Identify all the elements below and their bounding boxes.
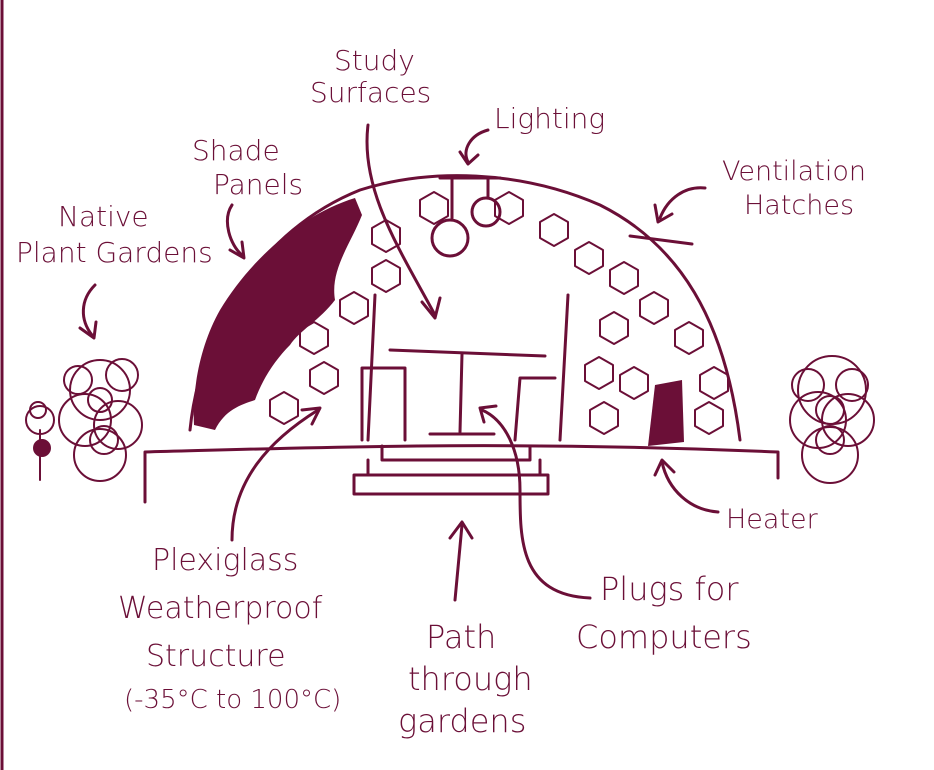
label-plexiglass-structure: Plexiglass Weatherproof Structure (-35°C…	[118, 543, 341, 715]
label-lighting: Lighting	[494, 102, 605, 135]
label-ventilation-line1: Ventilation	[722, 156, 866, 187]
label-shade-panels-line2: Panels	[213, 168, 303, 201]
label-ventilation-line2: Hatches	[744, 190, 854, 221]
arrow-path	[455, 525, 462, 600]
heater	[648, 380, 684, 446]
label-study-surfaces: Study Surfaces	[310, 44, 431, 109]
label-native-plant-gardens: Native Plant Gardens	[16, 200, 213, 269]
label-plexiglass-line2: Weatherproof	[118, 591, 323, 626]
label-heater-line1: Heater	[726, 504, 819, 535]
label-path-line2: through	[408, 660, 533, 698]
label-plugs-line1: Plugs for	[600, 570, 739, 608]
label-plugs-line2: Computers	[576, 618, 752, 656]
arrow-ventilation	[660, 188, 705, 218]
arrow-plexiglass	[232, 410, 318, 540]
label-path-line1: Path	[426, 618, 496, 656]
arrow-shade-panels	[227, 205, 242, 255]
arrow-native-gardens	[83, 285, 95, 335]
label-path-through-gardens: Path through gardens	[398, 618, 543, 740]
arrow-plugs	[482, 410, 590, 598]
label-shade-panels-line1: Shade	[192, 134, 280, 167]
annotation-arrows	[80, 125, 718, 600]
label-plexiglass-line4: (-35°C to 100°C)	[124, 685, 341, 715]
label-ventilation-hatches: Ventilation Hatches	[722, 156, 875, 221]
label-study-surfaces-line2: Surfaces	[310, 76, 431, 109]
doorway-frame	[362, 295, 568, 440]
left-plant-garden	[26, 359, 142, 481]
label-native-line2: Plant Gardens	[16, 236, 213, 269]
label-plugs-for-computers: Plugs for Computers	[576, 570, 752, 656]
label-heater: Heater	[726, 504, 819, 535]
right-plant-garden	[790, 356, 874, 483]
label-shade-panels: Shade Panels	[192, 134, 303, 201]
label-plexiglass-line1: Plexiglass	[152, 543, 298, 578]
label-plexiglass-line3: Structure	[146, 639, 286, 674]
study-table	[390, 350, 545, 434]
label-study-surfaces-line1: Study	[334, 44, 415, 77]
ventilation-hatch	[630, 236, 692, 244]
label-native-line1: Native	[58, 200, 149, 233]
lighting-fixture	[432, 178, 500, 256]
label-lighting-line1: Lighting	[494, 102, 605, 135]
label-path-line3: gardens	[398, 702, 526, 740]
